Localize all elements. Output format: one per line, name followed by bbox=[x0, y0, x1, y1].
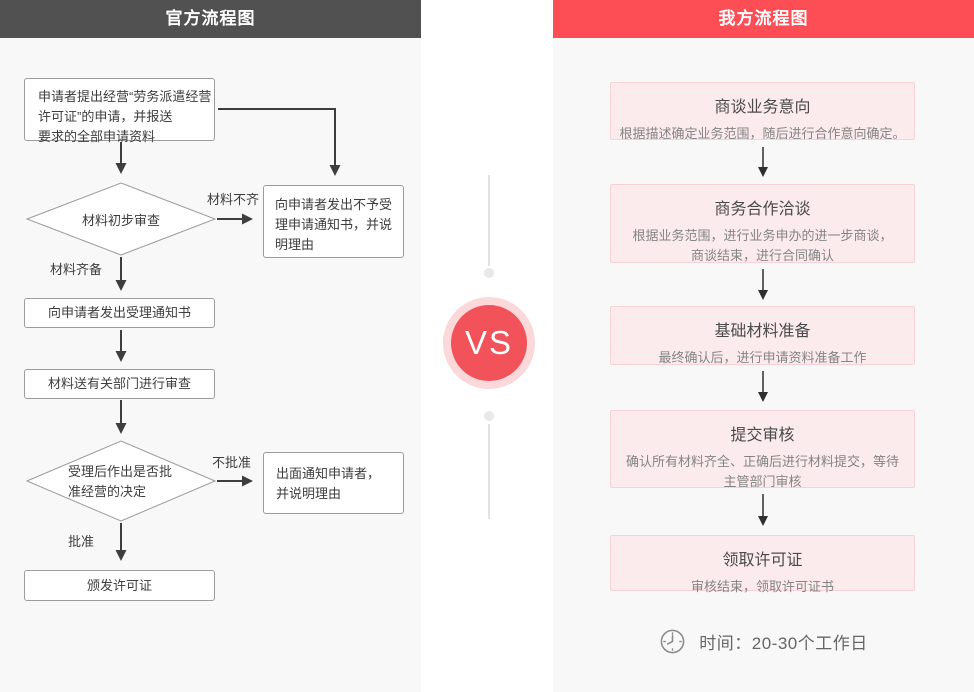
step-title: 商务合作洽谈 bbox=[714, 201, 811, 218]
step-desc: 根据描述确定业务范围，随后进行合作意向确定。 bbox=[619, 126, 906, 141]
flow-node-issue-license: 颁发许可证 bbox=[24, 570, 215, 601]
our-flow-title: 我方流程图 bbox=[553, 0, 974, 38]
step-desc: 根据业务范围，进行业务申办的进一步商谈， 商谈结束，进行合同确认 bbox=[632, 228, 893, 263]
step-cooperation-talks: 商务合作洽谈 根据业务范围，进行业务申办的进一步商谈， 商谈结束，进行合同确认 bbox=[610, 184, 915, 263]
step-business-intent: 商谈业务意向 根据描述确定业务范围，随后进行合作意向确定。 bbox=[610, 82, 915, 141]
step-get-license: 领取许可证 审核结束，领取许可证书 bbox=[610, 535, 915, 594]
step-desc: 最终确认后，进行申请资料准备工作 bbox=[658, 350, 867, 365]
clock-icon bbox=[660, 629, 685, 653]
vs-label: VS bbox=[464, 324, 514, 361]
flow-node-accept-notice: 向申请者发出受理通知书 bbox=[24, 298, 215, 328]
step-material-prep: 基础材料准备 最终确认后，进行申请资料准备工作 bbox=[610, 306, 915, 365]
step-title: 领取许可证 bbox=[722, 552, 803, 569]
flow-node-decision: 受理后作出是否批 准经营的决定 bbox=[68, 464, 173, 499]
step-submit-review: 提交审核 确认所有材料齐全、正确后进行材料提交，等待 主管部门审核 bbox=[610, 410, 915, 489]
edge-label-approved: 批准 bbox=[68, 534, 95, 549]
official-flow-title: 官方流程图 bbox=[0, 0, 421, 38]
step-title: 提交审核 bbox=[730, 427, 795, 444]
edge-label-complete: 材料齐备 bbox=[50, 262, 103, 277]
flow-node-dept-review: 材料送有关部门进行审查 bbox=[24, 369, 215, 399]
flow-node-notify-applicant: 出面通知申请者， 并说明理由 bbox=[263, 452, 404, 514]
flow-node-initial-review: 材料初步审查 bbox=[82, 213, 161, 228]
step-title: 商谈业务意向 bbox=[714, 99, 811, 116]
flow-node-reject-notice: 向申请者发出不予受 理申请通知书，并说 明理由 bbox=[263, 185, 404, 258]
step-title: 基础材料准备 bbox=[714, 323, 811, 340]
time-text: 时间：20-30个工作日 bbox=[699, 633, 868, 653]
vs-circle: VS bbox=[451, 305, 527, 381]
time-note: 时间：20-30个工作日 bbox=[553, 626, 974, 656]
flow-node-apply: 申请者提出经营“劳务派遣经营 许可证”的申请，并报送 要求的全部申请资料 bbox=[24, 78, 215, 144]
vs-badge: VS bbox=[443, 297, 535, 389]
step-desc: 确认所有材料齐全、正确后进行材料提交，等待 主管部门审核 bbox=[625, 454, 899, 489]
edge-label-not-approved: 不批准 bbox=[212, 455, 252, 470]
step-desc: 审核结束，领取许可证书 bbox=[690, 579, 834, 594]
edge-label-incomplete: 材料不齐 bbox=[207, 192, 260, 207]
